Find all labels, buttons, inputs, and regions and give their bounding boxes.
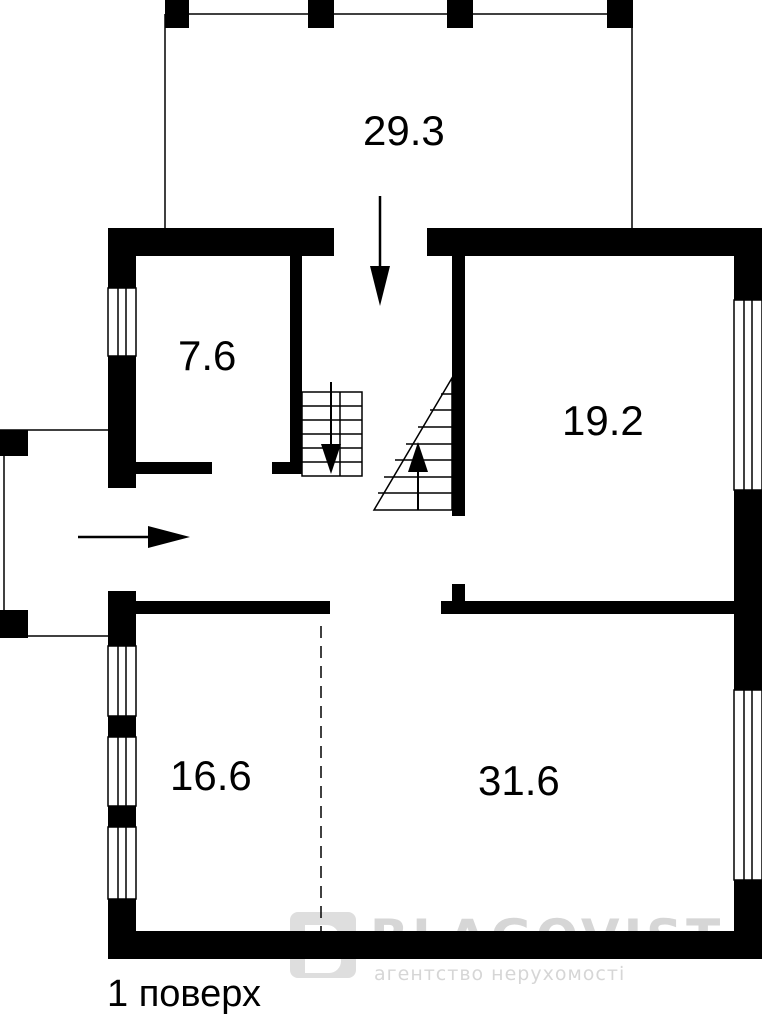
terrace-entry-arrow-icon <box>370 196 390 306</box>
terrace-posts <box>165 0 633 28</box>
floor-label: 1 поверх <box>107 973 262 1015</box>
windows <box>107 287 762 900</box>
porch-posts <box>0 430 28 638</box>
room-area-storage: 7.6 <box>178 332 236 379</box>
stairs-down-arrow-icon <box>321 382 341 474</box>
stairs-up-arrow-icon <box>408 442 428 510</box>
window-left-3 <box>107 826 137 900</box>
room-area-left: 16.6 <box>170 752 252 799</box>
main-entry-arrow-icon <box>78 526 190 548</box>
window-right-2 <box>733 689 762 881</box>
walls <box>108 228 762 959</box>
window-right-1 <box>733 299 762 491</box>
window-left-1 <box>107 645 137 717</box>
terrace <box>164 13 633 228</box>
entrance-porch <box>0 429 108 637</box>
window-storage <box>107 287 137 357</box>
watermark-tagline: агентство нерухомості <box>374 963 625 985</box>
room-area-living: 31.6 <box>478 757 560 804</box>
room-area-terrace: 29.3 <box>363 107 445 154</box>
stairs-up <box>372 375 453 511</box>
room-area-right: 19.2 <box>562 397 644 444</box>
window-left-2 <box>107 736 137 807</box>
